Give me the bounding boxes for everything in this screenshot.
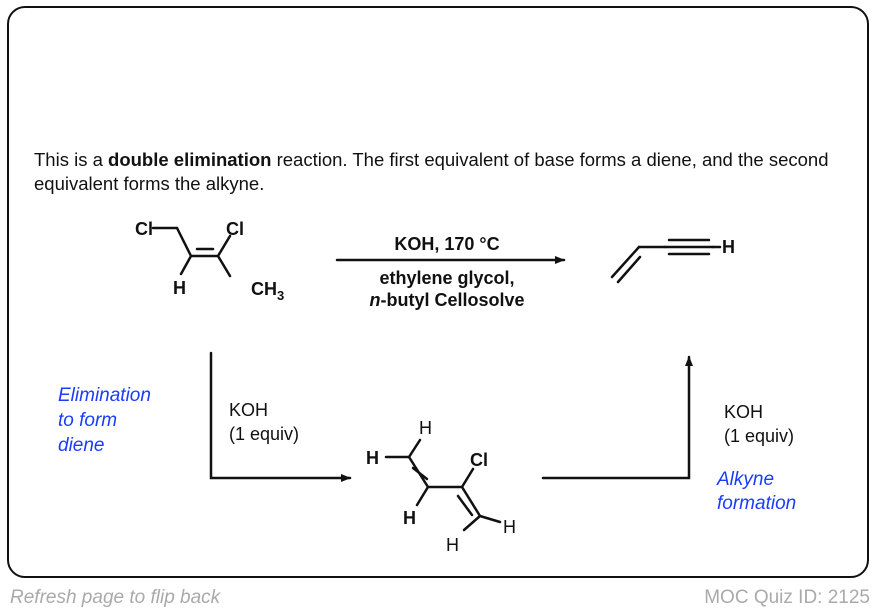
step1-note-line1: Elimination (58, 385, 151, 406)
step1-equiv: (1 equiv) (229, 424, 299, 444)
sm-h: H (173, 278, 186, 298)
intro-text: This is a (34, 149, 109, 170)
sm-cl-right: Cl (226, 219, 244, 239)
step2-reagent: KOH (724, 402, 763, 422)
int-h-top: H (419, 418, 432, 438)
step1-reagent: KOH (229, 400, 268, 420)
step1-note-line2: to form (58, 410, 117, 431)
int-h-right: H (503, 517, 516, 537)
step1-note-line3: diene (58, 435, 105, 456)
product-h: H (722, 237, 735, 257)
solvent-line2: n-butyl Cellosolve (369, 290, 524, 310)
quiz-id: MOC Quiz ID: 2125 (704, 587, 870, 608)
solvent-line1: ethylene glycol, (379, 268, 514, 288)
step2-equiv: (1 equiv) (724, 426, 794, 446)
int-h-bottom: H (446, 535, 459, 555)
intro-text-rest: reaction. The first equivalent of base f… (34, 149, 829, 194)
int-h-left: H (366, 448, 379, 468)
sm-cl-left: Cl (135, 219, 153, 239)
int-h-bottom-left: H (403, 508, 416, 528)
product-bonds (610, 238, 722, 284)
intermediate-bonds (384, 438, 502, 532)
quiz-card (7, 6, 869, 578)
step2-note-line1: Alkyne (716, 469, 774, 490)
sm-ch3: CH3 (251, 279, 284, 303)
step2-arrow (541, 355, 693, 480)
flip-back-hint: Refresh page to flip back (10, 587, 221, 608)
step1-arrow (209, 351, 352, 482)
starting-material-bonds (151, 226, 232, 278)
int-cl: Cl (470, 450, 488, 470)
step2-note-line2: formation (717, 493, 796, 514)
reagent-top: KOH, 170 °C (394, 234, 499, 254)
intro-bold: double elimination (108, 149, 272, 170)
explanation-text: This is a double elimination reaction. T… (34, 148, 854, 196)
